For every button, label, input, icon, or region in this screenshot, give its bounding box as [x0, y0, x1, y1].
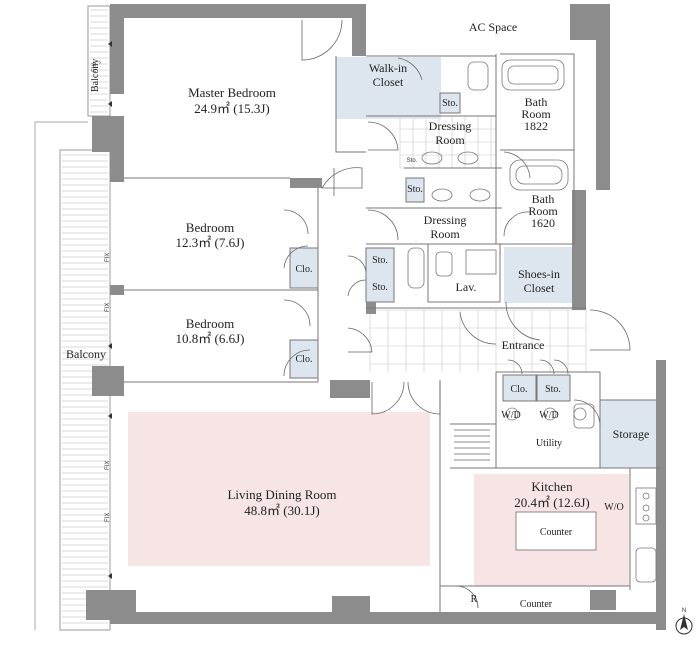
sto-6-label: Sto. — [545, 384, 561, 395]
north-arrow-icon: N — [675, 608, 693, 635]
dressing-room-2-line2: Room — [430, 227, 460, 241]
counter-2-label: Counter — [520, 599, 553, 610]
fix-label-1: FIX — [92, 63, 98, 72]
entrance-label: Entrance — [502, 338, 545, 352]
svg-text:N: N — [682, 608, 686, 614]
sto-4-label: Sto. — [372, 255, 388, 266]
wd-1-label: W/D — [501, 410, 520, 421]
dressing-room-1-line1: Dressing — [429, 119, 472, 133]
fix-label-3: FIX — [105, 303, 111, 312]
balcony-1-label: Balcony — [90, 59, 101, 92]
sto-3-label: Sto. — [407, 158, 418, 164]
dressing-room-2-line1: Dressing — [424, 213, 467, 227]
r-label: R — [471, 594, 478, 605]
window-markers — [108, 41, 112, 579]
balcony-area — [34, 5, 111, 631]
fix-label-2: FIX — [105, 253, 111, 262]
wd-2-label: W/D — [539, 410, 558, 421]
bedroom-1-name: Bedroom — [186, 220, 234, 235]
bath-1-line2: Room — [521, 107, 551, 121]
walk-in-closet-line2: Closet — [373, 75, 404, 89]
walk-in-closet-fill — [336, 57, 441, 119]
bath-2-line2: Room — [528, 204, 558, 218]
sto-2-fill — [405, 177, 425, 203]
shoes-closet-line1: Shoes-in — [518, 267, 560, 281]
wo-label: W/O — [604, 502, 623, 513]
bath-1-line1: Bath — [525, 95, 548, 109]
balcony-2-label: Balcony — [66, 347, 106, 361]
counter-1-label: Counter — [540, 527, 573, 538]
dressing-room-tiles — [369, 115, 587, 372]
lav-label: Lav. — [456, 280, 477, 294]
sto-1-fill — [439, 92, 461, 114]
walk-in-closet-line1: Walk-in — [369, 61, 407, 75]
bath-1-line3: 1822 — [524, 119, 548, 133]
walls — [86, 4, 666, 630]
bath-2-line3: 1620 — [531, 216, 555, 230]
clo-2-label: Clo. — [296, 354, 313, 365]
clo-3-fill — [502, 374, 537, 402]
master-bedroom-area: 24.9㎡ (15.3J) — [194, 101, 269, 116]
sto-5-label: Sto. — [372, 282, 388, 293]
fixtures — [407, 59, 657, 583]
bath-2-line1: Bath — [532, 192, 555, 206]
closet-1-fill — [289, 247, 319, 289]
sto-4-5-fill — [365, 247, 395, 303]
living-name: Living Dining Room — [227, 487, 336, 502]
dressing-room-1-line2: Room — [435, 133, 465, 147]
living-dining-fill — [128, 412, 430, 566]
kitchen-area: 20.4㎡ (12.6J) — [514, 495, 589, 510]
master-bedroom-name: Master Bedroom — [188, 85, 276, 100]
clo-3-label: Clo. — [511, 384, 528, 395]
storage-label: Storage — [613, 427, 650, 441]
kitchen-counter-island[interactable] — [515, 511, 597, 551]
partitions — [124, 53, 660, 612]
kitchen-name: Kitchen — [531, 479, 573, 494]
fix-label-4: FIX — [105, 461, 111, 470]
bedroom-2-name: Bedroom — [186, 316, 234, 331]
shoes-closet-fill — [504, 247, 572, 303]
sto-6-fill — [536, 374, 571, 402]
bedroom-1-area: 12.3㎡ (7.6J) — [176, 235, 245, 250]
living-area: 48.8㎡ (30.1J) — [244, 503, 319, 518]
shoes-closet-line2: Closet — [524, 281, 555, 295]
ac-space-label: AC Space — [469, 20, 517, 34]
doors[interactable] — [283, 19, 631, 609]
clo-1-label: Clo. — [296, 264, 313, 275]
sto-2-label: Sto. — [407, 184, 423, 195]
fix-label-5: FIX — [105, 513, 111, 522]
utility-label: Utility — [536, 438, 562, 449]
sto-1-label: Sto. — [442, 98, 458, 109]
bedroom-2-area: 10.8㎡ (6.6J) — [176, 331, 245, 346]
